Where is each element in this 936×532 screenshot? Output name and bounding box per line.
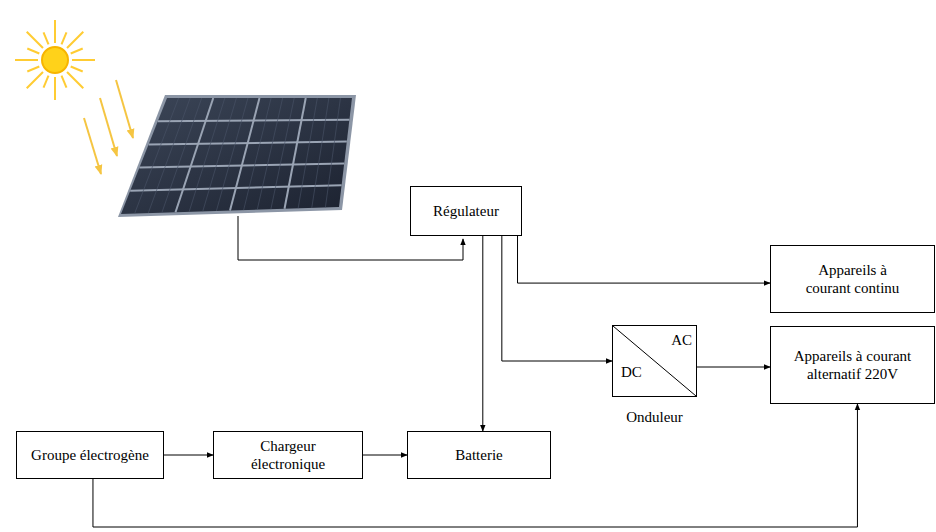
connector-arrow: [164, 455, 213, 456]
node-text: Batterie: [455, 446, 502, 464]
connector-arrow: [502, 236, 612, 361]
dc-load-box: Appareils à courant continu: [770, 245, 935, 313]
dc-label: DC: [621, 364, 642, 381]
battery-box: Batterie: [407, 431, 551, 479]
node-text: Groupe électrogène: [31, 446, 149, 464]
controller-box: Régulateur: [410, 186, 522, 236]
node-text: Appareils à courant continu: [797, 261, 909, 297]
connector-arrow: [518, 236, 770, 283]
connector-arrow: [697, 367, 770, 368]
inverter-caption: Onduleur: [626, 409, 683, 426]
connector-arrow: [93, 404, 857, 527]
connector-arrow: [482, 236, 483, 431]
node-text: Appareils à courant alternatif 220V: [792, 347, 914, 383]
node-text: Chargeur électronique: [228, 437, 348, 473]
light-rays: [84, 80, 133, 174]
charger-box: Chargeur électronique: [213, 431, 363, 479]
generator-box: Groupe électrogène: [16, 431, 164, 479]
ac-load-box: Appareils à courant alternatif 220V: [770, 326, 935, 404]
connector-arrow: [363, 455, 407, 456]
inverter-box: ACDCOnduleur: [612, 325, 697, 397]
ac-label: AC: [671, 332, 692, 349]
solar-panel: [118, 95, 356, 217]
node-text: Régulateur: [433, 202, 499, 220]
sun: [15, 20, 95, 100]
